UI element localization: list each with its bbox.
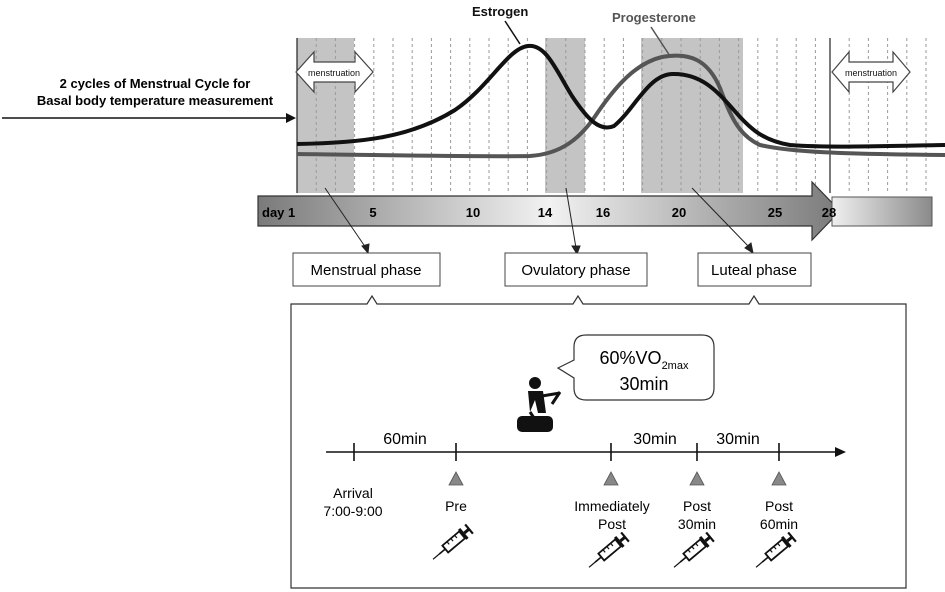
post-30-line2: 30min <box>678 516 716 532</box>
phase-connectors <box>324 187 754 256</box>
day-start-label: day 1 <box>262 205 295 220</box>
arrival-line2: 7:00-9:00 <box>323 503 382 519</box>
svg-text:Ovulatory phase: Ovulatory phase <box>521 262 630 279</box>
ovulatory-phase-box: Ovulatory phase <box>504 252 648 287</box>
day-bar-next-cycle <box>831 196 933 227</box>
marker-immediately-post <box>603 471 619 486</box>
progesterone-label: Progesterone <box>612 10 696 25</box>
cycle-note: 2 cycles of Menstrual Cycle for Basal bo… <box>2 76 296 123</box>
day-tick-28: 28 <box>822 205 836 220</box>
day-tick-20: 20 <box>672 205 686 220</box>
day-tick-16: 16 <box>596 205 610 220</box>
cycle-note-line2: Basal body temperature measurement <box>37 93 274 108</box>
day-tick-14: 14 <box>538 205 553 220</box>
intensity-subscript: 2max <box>662 360 689 372</box>
svg-text:Menstrual phase: Menstrual phase <box>311 262 422 279</box>
marker-post-60 <box>771 471 787 486</box>
intensity-prefix: 60%VO <box>600 348 662 368</box>
marker-post-30 <box>689 471 705 486</box>
exercise-duration: 30min <box>619 374 668 394</box>
interval-30min-first: 30min <box>633 431 677 448</box>
interval-60min: 60min <box>383 431 427 448</box>
post-60-line2: 60min <box>760 516 798 532</box>
arrival-line1: Arrival <box>333 485 373 501</box>
day-tick-10: 10 <box>466 205 480 220</box>
luteal-phase-box: Luteal phase <box>697 252 812 287</box>
progesterone-curve <box>296 53 945 159</box>
immediately-post-line1: Immediately <box>574 498 649 514</box>
post-30-line1: Post <box>683 498 711 514</box>
immediately-post-line2: Post <box>598 516 626 532</box>
day-axis: day 1 5 10 14 16 20 25 28 <box>257 180 933 242</box>
luteal-band <box>641 38 743 193</box>
svg-text:menstruation: menstruation <box>845 68 897 78</box>
estrogen-leader <box>504 20 521 45</box>
menstrual-phase-box: Menstrual phase <box>292 252 441 287</box>
cycle-note-line1: 2 cycles of Menstrual Cycle for <box>60 76 251 91</box>
day-gridlines <box>315 38 927 193</box>
pre-label: Pre <box>445 498 467 514</box>
day-bar-arrow <box>257 180 841 242</box>
svg-text:Luteal phase: Luteal phase <box>711 262 797 279</box>
marker-pre <box>448 471 464 486</box>
estrogen-curve <box>296 43 945 149</box>
estrogen-label: Estrogen <box>472 4 528 19</box>
hormone-chart: Estrogen Progesterone menstruation menst… <box>295 4 945 193</box>
progesterone-leader <box>650 26 671 57</box>
menstruation-arrow-second: menstruation <box>831 50 911 94</box>
interval-30min-second: 30min <box>716 431 760 448</box>
exercise-bike-icon <box>517 377 562 432</box>
day-tick-25: 25 <box>768 205 782 220</box>
menstruation-arrow-first: menstruation <box>295 50 374 94</box>
svg-text:60%VO2max: 60%VO2max <box>600 348 689 372</box>
exercise-intensity-bubble: 60%VO2max 30min <box>556 334 715 401</box>
svg-text:menstruation: menstruation <box>308 68 360 78</box>
protocol-timeline: 60min 30min 30min Arrival 7:00-9:00 Pre … <box>323 431 846 532</box>
post-60-line1: Post <box>765 498 793 514</box>
day-tick-5: 5 <box>369 205 376 220</box>
protocol-box <box>290 294 907 589</box>
